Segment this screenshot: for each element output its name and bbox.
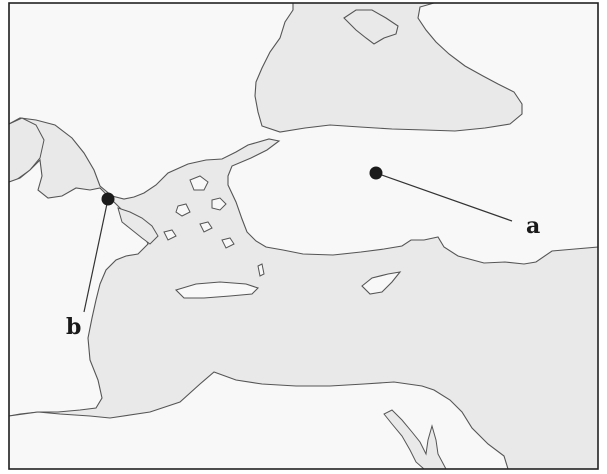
marker-b-dot (101, 192, 115, 206)
cyprus-island (361, 271, 402, 295)
land-south (8, 371, 509, 470)
marker-b-label: b (66, 314, 81, 340)
crimea-sea-inlet (343, 9, 399, 45)
land-greece (8, 158, 149, 417)
map-frame (8, 2, 599, 470)
crete-island (174, 281, 260, 299)
marker-a-dot (369, 166, 383, 180)
marker-a-label: a (526, 213, 540, 239)
sea-gulf (117, 207, 159, 245)
marker-a-leader-line (375, 172, 513, 222)
marker-b-leader-line (83, 198, 109, 313)
red-sea-gulfs (383, 409, 447, 470)
aegean-islands (163, 175, 265, 277)
